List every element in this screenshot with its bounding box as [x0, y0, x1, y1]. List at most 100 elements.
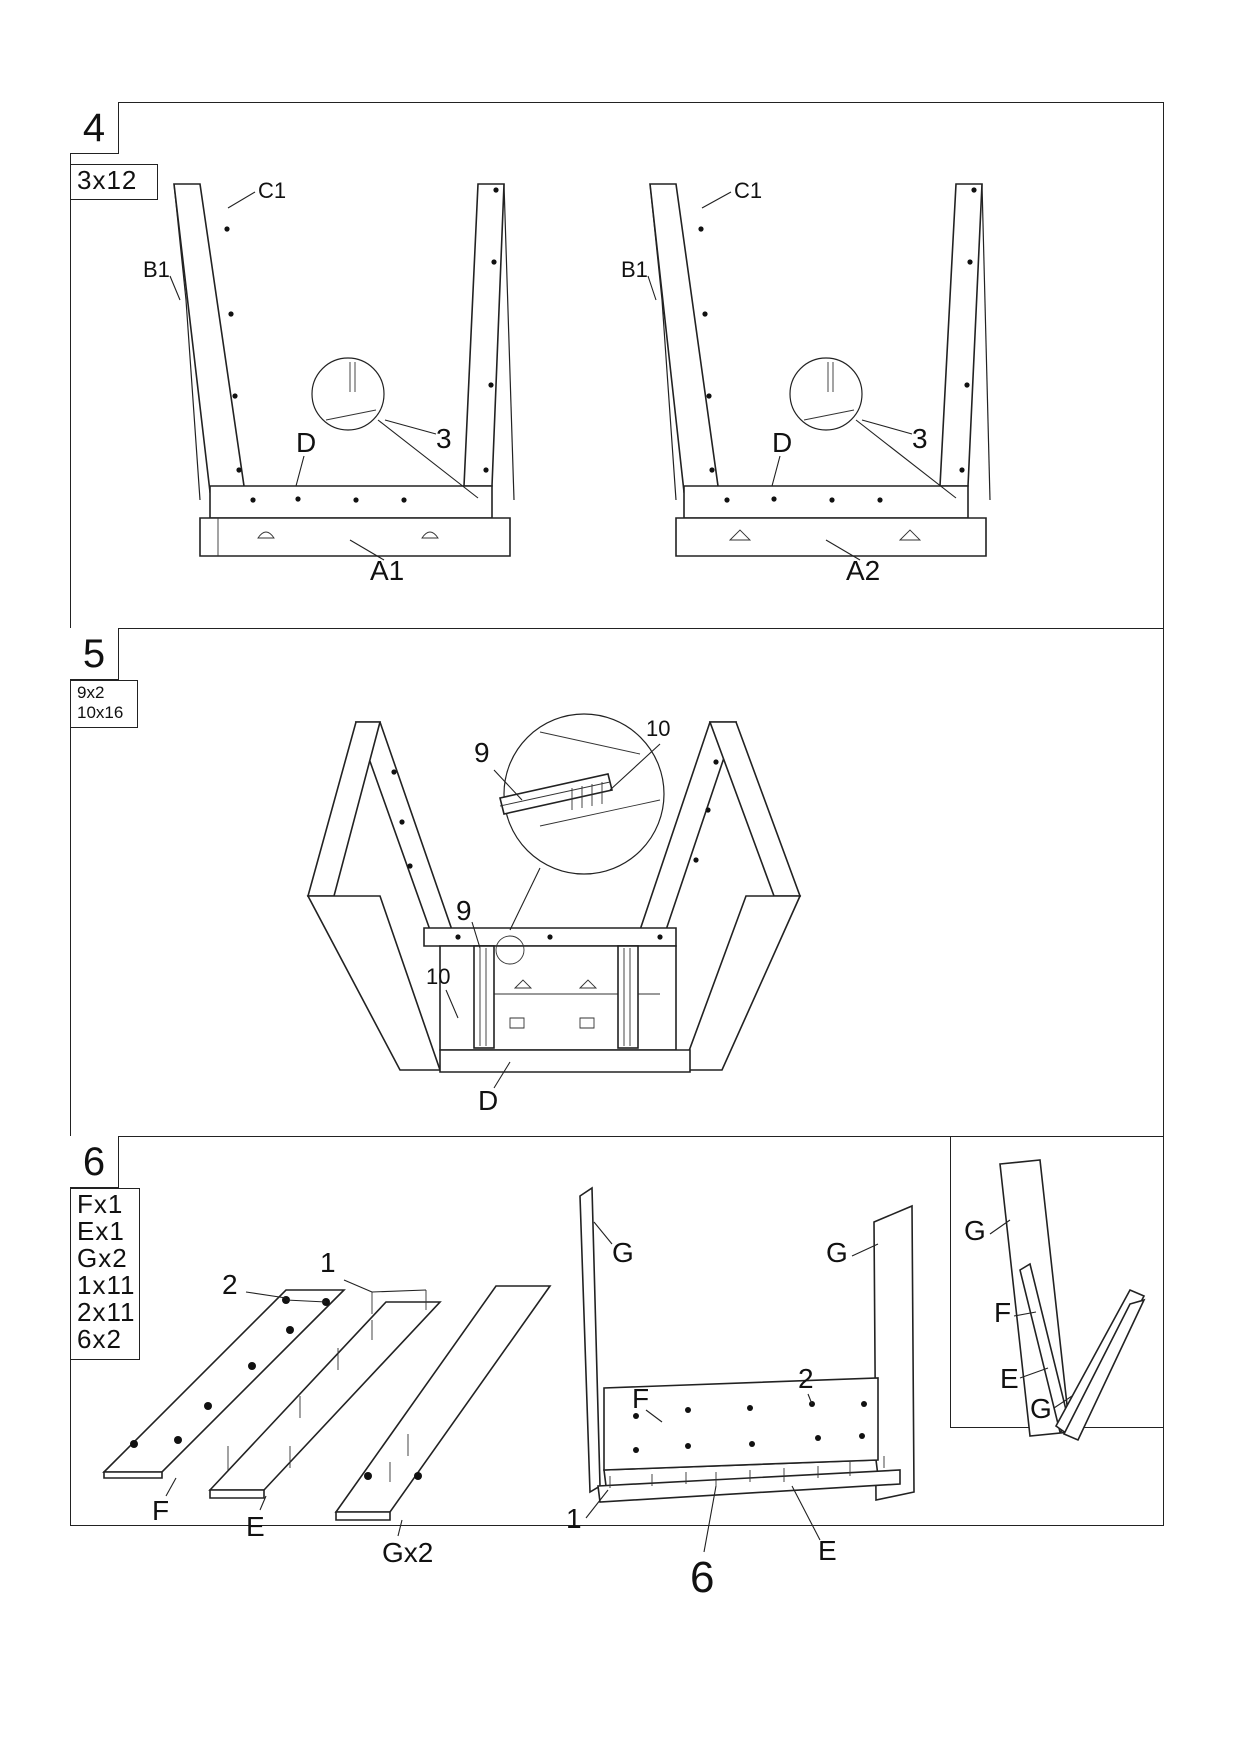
inset-panel-g-bottom [1062, 1298, 1146, 1442]
leader-screw-10 [445, 989, 459, 1019]
dowel-2 [286, 1326, 294, 1334]
drawer-rail-9-right [617, 945, 639, 1049]
leader-cam-1 [585, 1489, 609, 1519]
panel-f [102, 1289, 346, 1473]
panel-e [597, 1469, 901, 1503]
cam-lock-fittings [257, 531, 439, 539]
detail-leader [377, 419, 479, 499]
dowel [815, 1435, 821, 1441]
drawer-rail-9-left [473, 945, 495, 1049]
detail-magnifier [789, 357, 863, 431]
parts-list: 9x2 10x16 [70, 680, 138, 728]
dowel-2 [414, 1472, 422, 1480]
label-b1: B1 [621, 257, 648, 282]
hole [971, 187, 977, 193]
hole [964, 382, 970, 388]
leader-b1 [169, 275, 181, 301]
detail-leader [855, 419, 957, 499]
hole [547, 934, 553, 940]
parts-list-item: 2x11 [77, 1297, 136, 1327]
label-c1: C1 [258, 178, 286, 203]
hole [488, 382, 494, 388]
leader-screw-10-detail [609, 743, 661, 791]
label-c1: C1 [734, 178, 762, 203]
label-f: F [152, 1495, 169, 1526]
dowel-2 [364, 1472, 372, 1480]
parts-list-item: Ex1 [77, 1216, 125, 1246]
panel-f-edge [103, 1471, 163, 1479]
hole [959, 467, 965, 473]
hole [698, 226, 704, 232]
leader-c1 [701, 191, 732, 209]
frame-a1-assembly: C1 B1 D 3 A1 [143, 178, 515, 586]
leader-cam-1b [371, 1289, 427, 1293]
parts-list-item: Fx1 [77, 1189, 124, 1219]
dowel [633, 1413, 639, 1419]
label-g-right: G [826, 1237, 848, 1268]
detail-rail [325, 409, 377, 421]
exploded-panels: 2 1 F E Gx2 [102, 1247, 552, 1568]
detail-panel-edge [539, 731, 641, 755]
hole [693, 857, 699, 863]
divider [70, 1136, 1164, 1137]
panel-e-edge [209, 1489, 265, 1499]
label-a2: A2 [846, 555, 880, 586]
panel-g-left [579, 1186, 601, 1494]
label-cam-1: 1 [320, 1247, 336, 1278]
dowel [749, 1441, 755, 1447]
label-d: D [772, 427, 792, 458]
hole [250, 497, 256, 503]
dowel-2 [248, 1362, 256, 1370]
step-5-panel: 5 9x2 10x16 [70, 628, 1164, 1136]
hinge-fittings [728, 529, 922, 541]
hole [391, 769, 397, 775]
detail-callout-circle [495, 935, 525, 965]
hole [455, 934, 461, 940]
label-f: F [994, 1297, 1011, 1328]
leader-g-left [593, 1221, 613, 1245]
screw-leader [861, 419, 913, 435]
dowel-2 [174, 1436, 182, 1444]
screw-leader [384, 419, 437, 435]
hinge-fittings [509, 1017, 595, 1029]
leader-a1 [349, 539, 385, 561]
dowel [685, 1407, 691, 1413]
detail-panel-edge [539, 799, 661, 827]
detail-leader [509, 867, 541, 931]
instruction-frame [70, 102, 1164, 1526]
leader-f [645, 1409, 663, 1423]
side-panel-edge [503, 183, 515, 501]
hole [399, 819, 405, 825]
step-number: 4 [70, 102, 119, 154]
hole [401, 497, 407, 503]
label-g-top: G [964, 1215, 986, 1246]
leader-d [295, 455, 305, 487]
leader-g [397, 1519, 403, 1537]
hole [877, 497, 883, 503]
leader-g-right [851, 1243, 879, 1257]
leader-e [791, 1485, 821, 1541]
label-screw-3: 3 [912, 423, 928, 454]
hole [967, 259, 973, 265]
parts-list-item: 10x16 [77, 703, 124, 722]
rail-d [439, 1049, 691, 1073]
divider [70, 628, 1164, 629]
dowel [861, 1401, 867, 1407]
leader-dowel-2b [285, 1299, 327, 1303]
hole [705, 807, 711, 813]
leader-g-top [989, 1219, 1011, 1235]
hole [702, 311, 708, 317]
hole [224, 226, 230, 232]
leader-f [1013, 1311, 1037, 1317]
parts-list: 3x12 [70, 164, 158, 200]
leader-dowel-2 [807, 1393, 813, 1405]
label-d: D [296, 427, 316, 458]
step-4-panel: 4 3x12 [70, 102, 1164, 628]
parts-list: Fx1 Ex1 Gx2 1x11 2x11 6x2 [70, 1188, 140, 1360]
label-cam-1: 1 [566, 1503, 582, 1534]
label-screw-10-detail: 10 [646, 716, 670, 741]
